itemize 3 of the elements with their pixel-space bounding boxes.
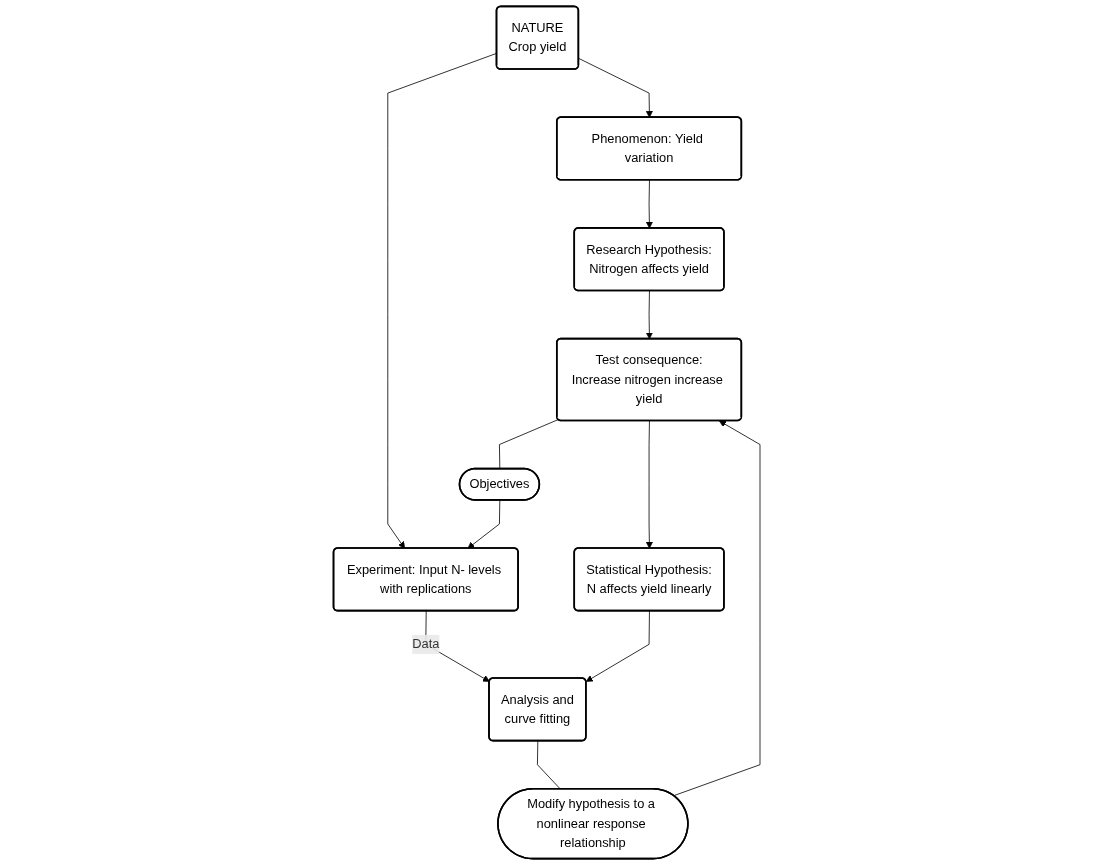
edge-label: Data xyxy=(412,637,440,651)
connector xyxy=(537,740,562,790)
connector xyxy=(499,419,559,470)
